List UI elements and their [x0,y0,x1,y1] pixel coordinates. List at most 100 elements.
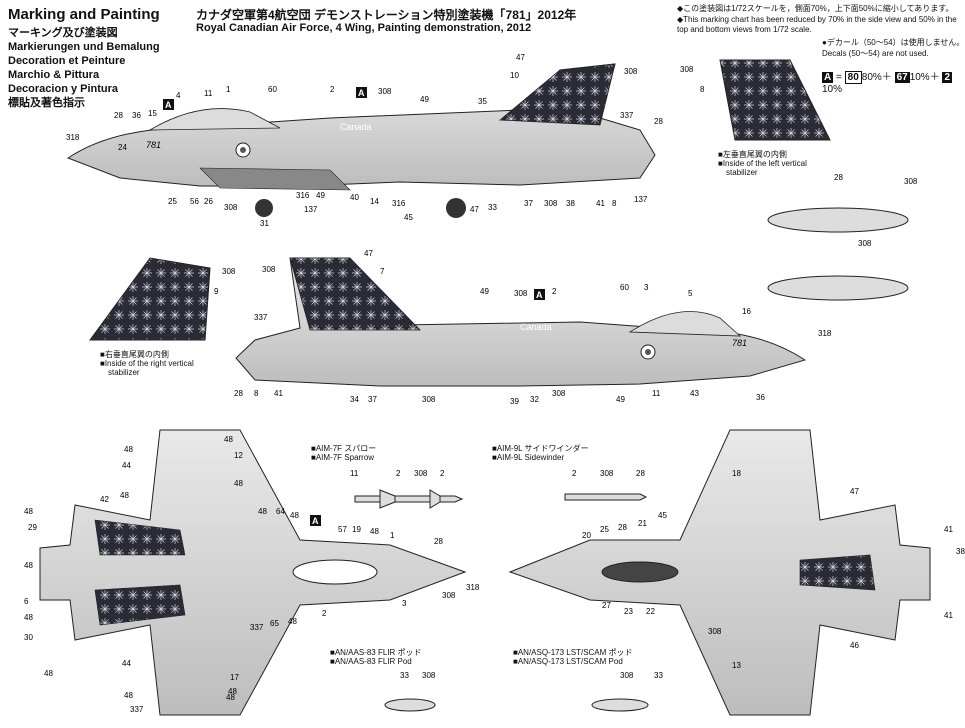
subtitle-en: Royal Canadian Air Force, 4 Wing, Painti… [196,22,532,34]
callout-side1-11: 35 [478,97,487,106]
callout-top-27: 318 [466,583,480,592]
callout-side1-9: 308 [378,87,392,96]
callout-bottom-6: 21 [638,519,647,528]
lang-label-es: Decoracion y Pintura [8,83,119,95]
callout-flir-0: 33 [400,671,409,680]
callout-side1-36: 8 [612,199,617,208]
callout-side2-11: 318 [818,329,832,338]
callout-flir-1: 308 [422,671,436,680]
callout-bottom-14: 46 [850,641,859,650]
callout-side2-16: 37 [368,395,377,404]
callout-fin_left-1: 8 [700,85,705,94]
formula-pct-2: 10%＋ [909,72,940,83]
callout-side2-15: 34 [350,395,359,404]
callout-side2-12: 28 [234,389,243,398]
box-tag-bg-2 [534,289,545,300]
left-fin-caption-en1: ■Inside of the left vertical [718,159,807,168]
right-fin-caption-en1: ■Inside of the right vertical [100,359,194,368]
formula-color-80: 80 [844,71,862,84]
callout-aim9-1: 308 [600,469,614,478]
callout-side2-17: 308 [422,395,436,404]
callout-top-11: 48 [290,511,299,520]
callout-bottom-15: 13 [732,661,741,670]
callout-side2-14: 41 [274,389,283,398]
callout-bottom-5: 28 [618,523,627,532]
callout-side2-18: 39 [510,397,519,406]
right-fin-detail [89,257,211,341]
callout-side1-33: 308 [544,199,558,208]
callout-top-10: 64 [276,507,285,516]
scale-note-en-1: ◆This marking chart has been reduced by … [677,15,957,24]
callout-side1-15: 337 [620,111,634,120]
callout-bottom-3: 20 [582,531,591,540]
side2-canada-text: Canada [520,322,552,332]
callout-top-26: 308 [442,591,456,600]
scam-caption-en: ■AN/ASQ-173 LST/SCAM Pod [513,657,623,666]
callout-side2-1: 7 [380,267,385,276]
callout-tanks-0: 28 [834,173,843,182]
callout-side2-6: 60 [620,283,629,292]
callout-top-2: 12 [234,451,243,460]
box-tag-3: A [312,516,319,526]
callout-side1-17: 24 [118,143,127,152]
callout-top-23: 48 [288,617,297,626]
callout-side1-31: 33 [488,203,497,212]
callout-side1-30: 47 [470,205,479,214]
box-tag-bg-1 [356,87,367,98]
callout-side2-7: 3 [644,283,649,292]
box-tag-bg-0 [163,99,174,110]
callout-side1-16: 28 [654,117,663,126]
scam-caption-jp: ■AN/ASQ-173 LST/SCAM ポッド [513,648,633,657]
side2-serial: 781 [732,338,747,348]
callout-side1-32: 37 [524,199,533,208]
callout-top-21: 337 [250,623,264,632]
formula-color-67: 67 [894,72,910,83]
callout-top-32: 48 [226,693,235,702]
callout-side1-13: 10 [510,71,519,80]
aim7-caption-jp: ■AIM-7F スパロー [311,444,377,453]
decal-note-en: Decals (50〜54) are not used. [822,49,929,58]
callout-side2-9: 337 [254,313,268,322]
lang-label-it: Marchio & Pittura [8,69,100,81]
callout-top-15: 1 [390,531,395,540]
callout-bottom-12: 308 [708,627,722,636]
formula-color-2: 2 [942,72,953,83]
callout-aim9-2: 28 [636,469,645,478]
side1-serial: 781 [146,140,161,150]
callout-side1-37: 137 [634,195,648,204]
callout-side1-12: 47 [516,53,525,62]
callout-side2-19: 32 [530,395,539,404]
callout-top-17: 48 [24,561,33,570]
callout-side1-25: 31 [260,219,269,228]
callout-top-33: 337 [130,705,144,714]
callout-side1-4: 4 [176,91,181,100]
callout-bottom-8: 38 [956,547,965,556]
callout-side1-14: 308 [624,67,638,76]
callout-top-0: 48 [124,445,133,454]
callout-top-7: 48 [24,507,33,516]
callout-top-19: 48 [24,613,33,622]
callout-top-9: 48 [258,507,267,516]
callout-side1-29: 45 [404,213,413,222]
callout-top-18: 6 [24,597,29,606]
callout-top-3: 44 [122,461,131,470]
callout-bottom-13: 41 [944,611,953,620]
side-view-left: 781 Canada [66,63,656,218]
callout-top-22: 65 [270,619,279,628]
callout-side2-23: 43 [690,389,699,398]
callout-fin_left-0: 308 [680,65,694,74]
callout-side2-21: 49 [616,395,625,404]
lang-label-jp: マーキング及び塗装図 [8,27,118,39]
box-tag-0: A [165,100,172,110]
decal-note-jp: ●デカール（50〜54）は使用しません。 [822,38,965,47]
callout-side2-0: 47 [364,249,373,258]
callout-side2-13: 8 [254,389,259,398]
callout-side1-2: 36 [132,111,141,120]
scale-note-jp: ◆この塗装図は1/72スケールを，側面70%，上下面50%に縮小してあります。 [677,4,954,13]
left-fin-caption-jp: ■左垂直尾翼の内側 [718,150,787,159]
callout-top-5: 42 [100,495,109,504]
callout-top-13: 19 [352,525,361,534]
callout-top-8: 29 [28,523,37,532]
